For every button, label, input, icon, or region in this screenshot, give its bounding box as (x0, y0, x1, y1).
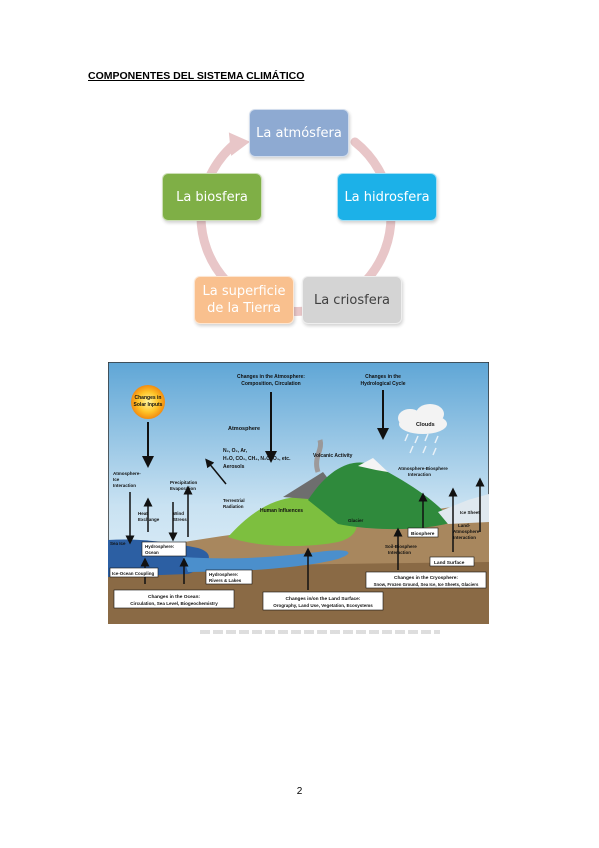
glacier-label: Glacier (348, 518, 364, 523)
atm-ice-1: Atmosphere- (113, 471, 141, 476)
atm-bio-1: Atmosphere-Biosphere (398, 466, 448, 471)
cryo-change-2: Snow, Frozen Ground, Sea Ice, Ice Sheets… (374, 582, 479, 587)
section-title: COMPONENTES DEL SISTEMA CLIMÁTICO (88, 70, 305, 82)
terrestrial-1: Terrestrial (223, 498, 245, 503)
human-label: Human Influences (260, 508, 303, 514)
ocean-change-2: Circulation, Sea Level, Biogeochemistry (130, 601, 218, 606)
page-number: 2 (296, 786, 303, 797)
soil-bio-1: Soil-Biosphere (385, 544, 417, 549)
hydro-change-2: Hydrological Cycle (360, 381, 405, 387)
land-surface-label: La superficie de la Tierra (202, 284, 286, 316)
hydro-ocean-1: Hydrosphere: (145, 544, 175, 549)
soil-bio-2: Interaction (388, 550, 411, 555)
cryosphere-label: La criosfera (313, 292, 391, 308)
hydro-ocean-2: Ocean (145, 550, 159, 555)
atm-ice-2: Ice (113, 477, 120, 482)
atmos-change-2: Composition, Circulation (241, 381, 300, 387)
land-surface-box: La superficie de la Tierra (194, 276, 294, 324)
land-atm-1: Land- (458, 523, 471, 528)
terrestrial-2: Radiation (223, 504, 244, 509)
ocean-change-1: Changes in the Ocean: (148, 594, 200, 600)
precip-1: Precipitation (170, 480, 198, 485)
atmosphere-label: La atmósfera (256, 125, 342, 141)
aerosols-label: Aerosols (223, 464, 245, 470)
atm-ice-3: Interaction (113, 483, 136, 488)
precip-2: Evaporation (170, 486, 196, 491)
hydrosphere-box: La hidrosfera (337, 173, 437, 221)
gases-2: H₂O, CO₂, CH₄, N₂O, O₃, etc. (223, 456, 291, 462)
gases-1: N₂, O₂, Ar, (223, 448, 248, 454)
atmos-change-1: Changes in the Atmosphere: (237, 374, 305, 380)
heat-1: Heat (138, 511, 148, 516)
solar-label-1: Changes in (135, 395, 162, 401)
wind-2: Stress (173, 517, 187, 522)
atm-bio-2: Interaction (408, 472, 431, 477)
clouds-label: Clouds (416, 422, 435, 428)
hydro-rivers-2: Rivers & Lakes (209, 578, 242, 583)
ice-ocean-label: Ice-Ocean Coupling (112, 571, 155, 576)
land-change-1: Changes in/on the Land Surface: (286, 596, 361, 602)
figure-caption-faint (200, 630, 440, 634)
cryo-change-1: Changes in the Cryosphere: (394, 575, 458, 581)
land-change-2: Orography, Land Use, Vegetation, Ecosyst… (273, 603, 373, 608)
hydro-rivers-1: Hydrosphere: (209, 572, 239, 577)
land-surface-label: Land Surface (434, 560, 465, 566)
hydro-change-1: Changes in the (365, 374, 401, 380)
land-atm-2: Atmosphere (453, 529, 480, 534)
ice-sheet-label: Ice Sheet (460, 510, 480, 515)
solar-label-2: Solar Inputs (134, 402, 163, 408)
volcanic-label: Volcanic Activity (313, 453, 353, 459)
sea-ice-label: Sea Ice (110, 541, 126, 546)
atmosphere-box: La atmósfera (249, 109, 349, 157)
hydrosphere-label: La hidrosfera (344, 189, 430, 205)
heat-2: Exchange (138, 517, 160, 522)
climate-system-figure: Changes in Solar Inputs Changes in the A… (108, 362, 489, 624)
land-atm-3: Interaction (453, 535, 476, 540)
atmosphere-label: Atmosphere (228, 426, 260, 432)
biosphere-box: La biosfera (162, 173, 262, 221)
cryosphere-box: La criosfera (302, 276, 402, 324)
biosphere-label: La biosfera (176, 189, 248, 205)
biosphere-label: Biosphere (411, 531, 435, 537)
sun-icon (131, 385, 165, 419)
wind-1: Wind (173, 511, 184, 516)
